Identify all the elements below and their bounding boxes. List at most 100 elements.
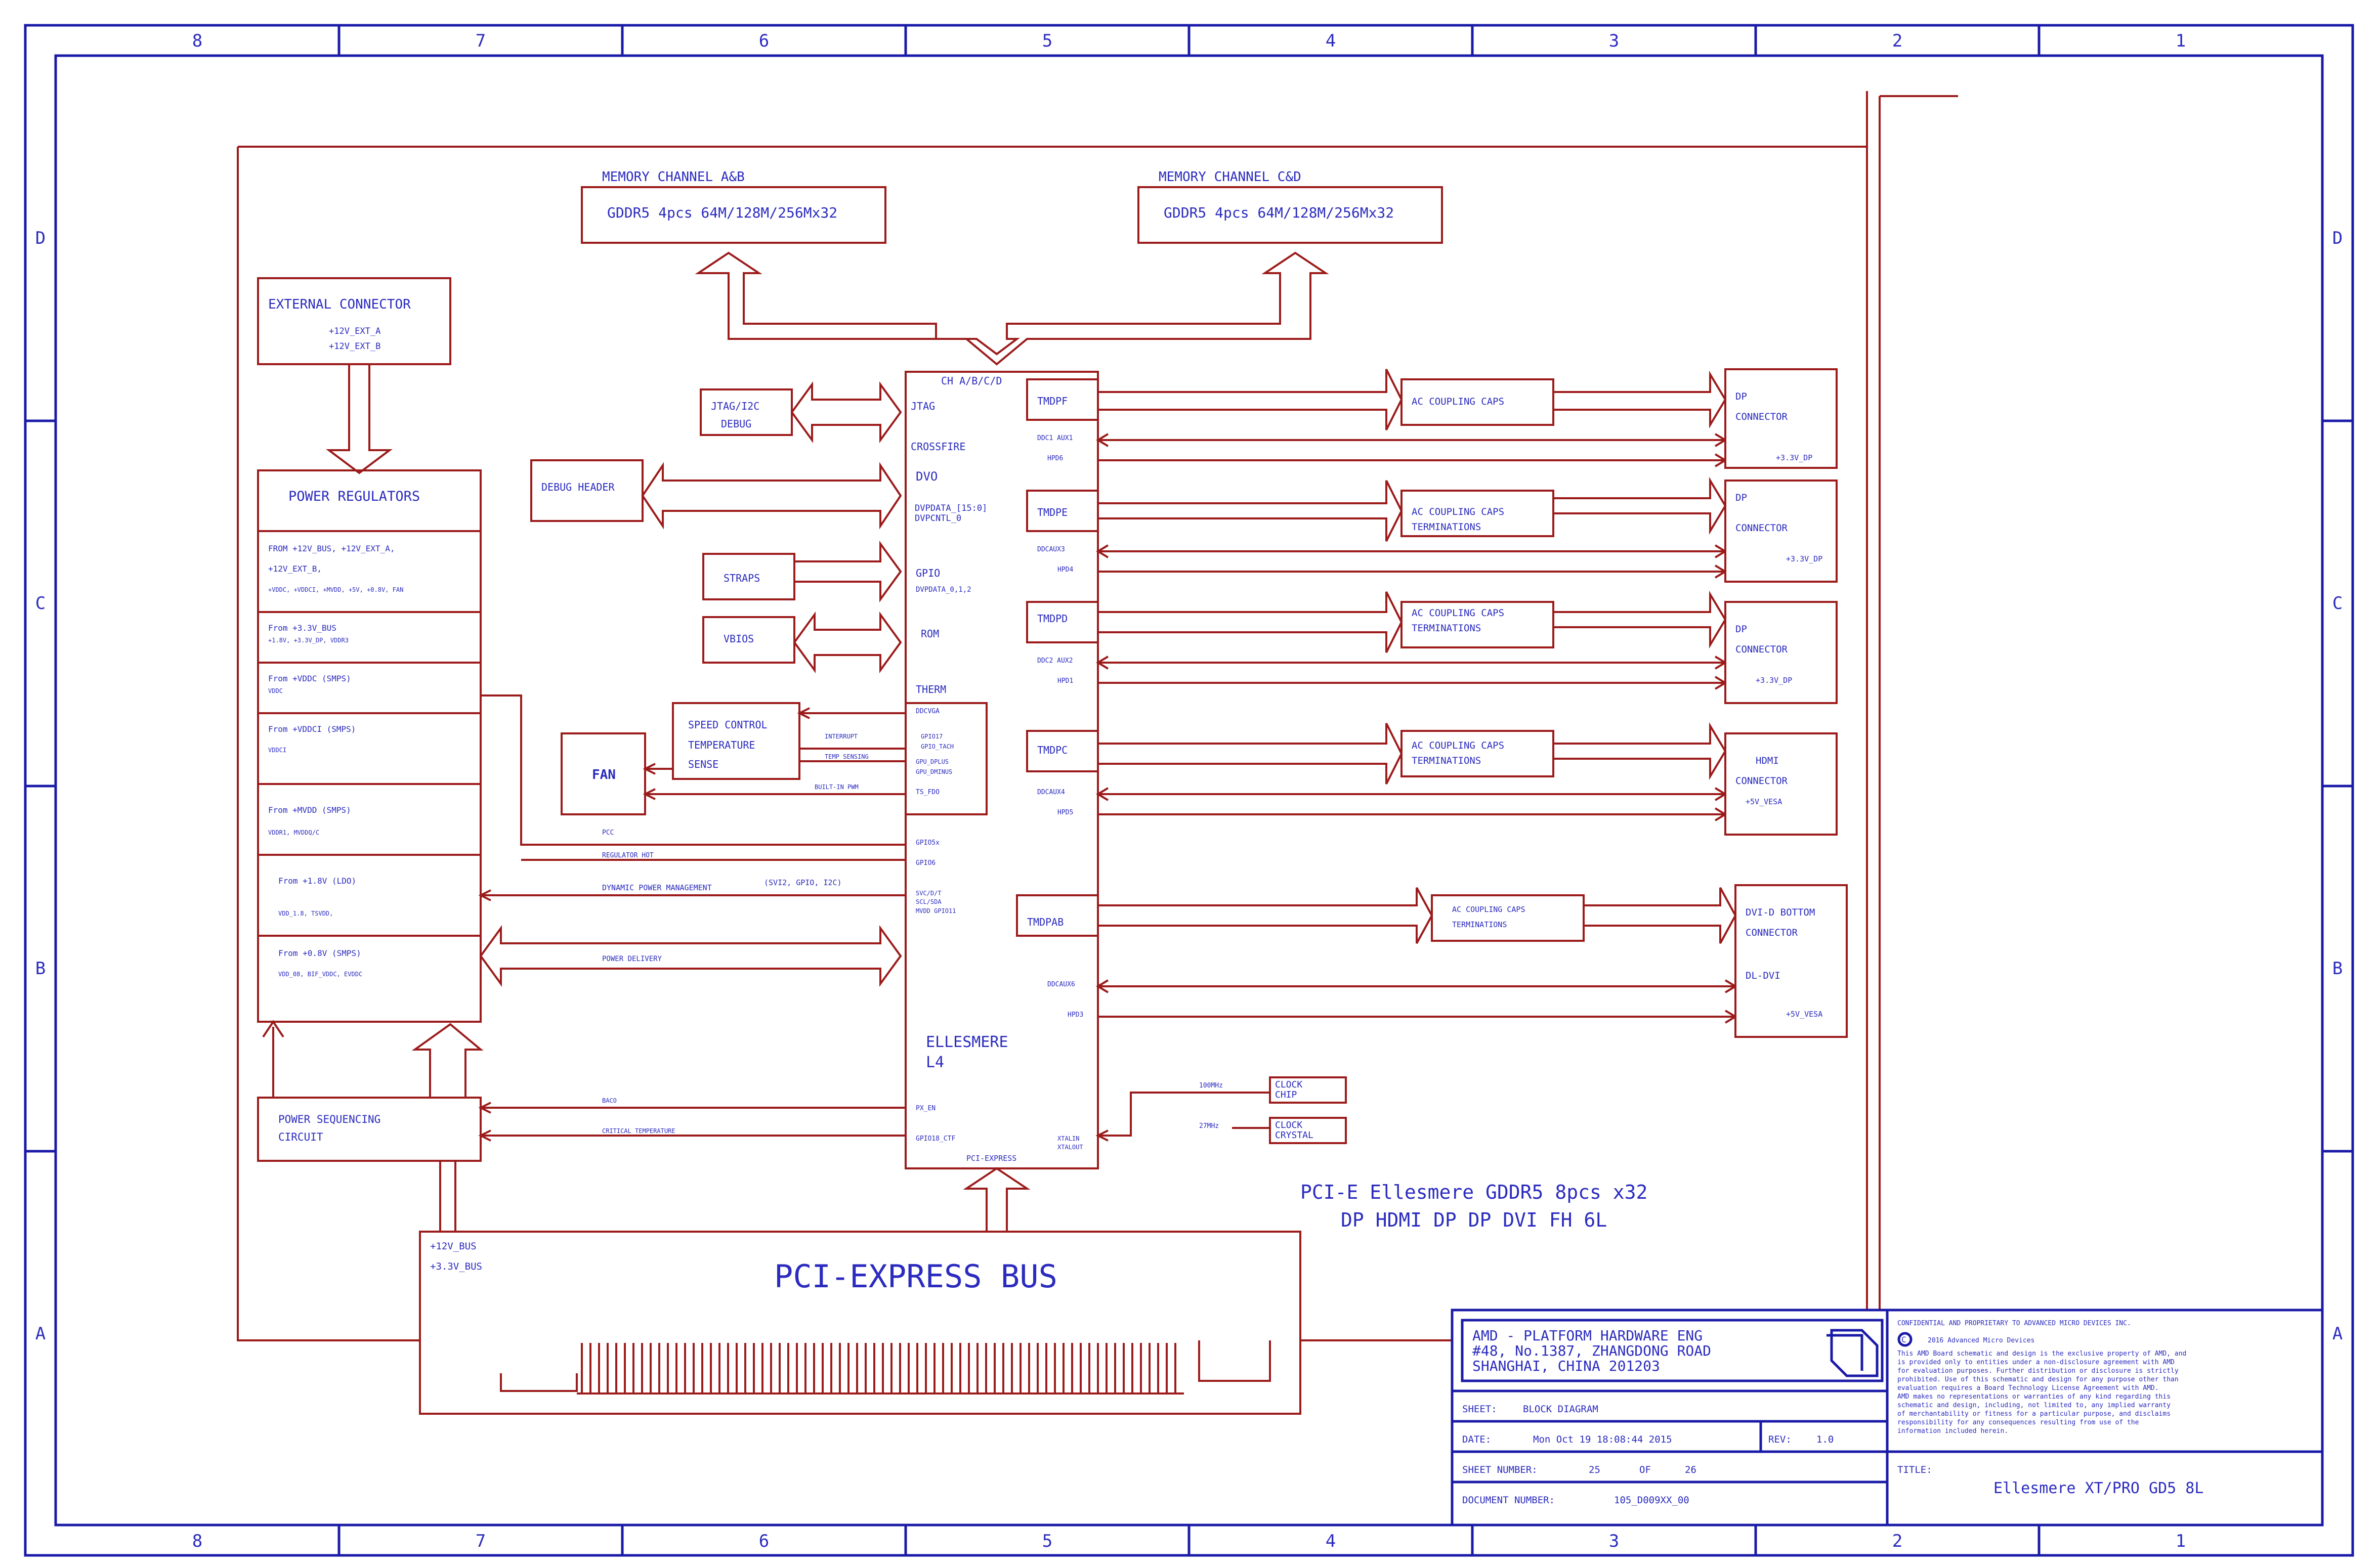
svg-text:C: C	[1901, 1335, 1906, 1344]
svg-text:From +1.8V (LDO): From +1.8V (LDO)	[278, 876, 356, 886]
svg-text:DATE:: DATE:	[1462, 1434, 1491, 1445]
svg-text:of merchantability or fitness: of merchantability or fitness for a part…	[1897, 1410, 2171, 1418]
svg-text:MEMORY CHANNEL C&D: MEMORY CHANNEL C&D	[1159, 169, 1301, 185]
svg-text:POWER SEQUENCING: POWER SEQUENCING	[278, 1113, 380, 1125]
svg-text:AC COUPLING CAPS: AC COUPLING CAPS	[1452, 905, 1525, 914]
svg-text:DDCVGA: DDCVGA	[916, 708, 940, 715]
svg-text:JTAG: JTAG	[911, 400, 935, 412]
svg-text:MVDD GPIO11: MVDD GPIO11	[916, 907, 956, 914]
dvi-connector: DVI-D BOTTOM CONNECTOR DL-DVI +5V_VESA	[1734, 884, 1848, 1038]
svg-text:DYNAMIC POWER MANAGEMENT: DYNAMIC POWER MANAGEMENT	[602, 883, 712, 892]
svg-text:CONNECTOR: CONNECTOR	[1735, 644, 1788, 655]
svg-text:HPD1: HPD1	[1057, 677, 1073, 685]
svg-text:CROSSFIRE: CROSSFIRE	[911, 441, 965, 453]
svg-text:GDDR5 4pcs 64M/128M/256Mx32: GDDR5 4pcs 64M/128M/256Mx32	[607, 204, 837, 221]
clock-chip: CLOCK CHIP	[1269, 1076, 1347, 1104]
external-connector: EXTERNAL CONNECTOR +12V_EXT_A +12V_EXT_B	[257, 277, 451, 365]
svg-text:105_D009XX_00: 105_D009XX_00	[1614, 1495, 1689, 1506]
svg-text:27MHz: 27MHz	[1199, 1122, 1219, 1130]
power-sequencing-circuit: POWER SEQUENCING CIRCUIT	[257, 1097, 482, 1162]
col-label: 3	[1609, 1531, 1619, 1551]
ac-coupling-4: AC COUPLING CAPS TERMINATIONS	[1400, 730, 1554, 777]
col-label: 4	[1326, 31, 1336, 51]
svg-text:AC COUPLING CAPS: AC COUPLING CAPS	[1412, 740, 1504, 751]
svg-text:DVPDATA_[15:0]: DVPDATA_[15:0]	[915, 503, 987, 513]
svg-text:PCC: PCC	[602, 829, 614, 837]
col-label: 7	[476, 1531, 486, 1551]
svg-text:SHEET:: SHEET:	[1462, 1404, 1497, 1415]
display-links	[1096, 369, 1737, 1024]
svg-text:Mon Oct 19 18:08:44 2015: Mon Oct 19 18:08:44 2015	[1533, 1434, 1672, 1445]
svg-text:CRYSTAL: CRYSTAL	[1275, 1130, 1313, 1141]
svg-text:TERMINATIONS: TERMINATIONS	[1412, 623, 1481, 634]
svg-text:TMDPE: TMDPE	[1037, 506, 1068, 518]
col-label: 2	[1892, 31, 1902, 51]
svg-text:OF: OF	[1639, 1464, 1651, 1475]
svg-text:schematic and design, includin: schematic and design, including, not lim…	[1897, 1402, 2171, 1409]
svg-text:DDC2 AUX2: DDC2 AUX2	[1037, 657, 1073, 665]
svg-text:+3.3V_DP: +3.3V_DP	[1776, 453, 1812, 462]
svg-text:DP: DP	[1735, 624, 1747, 635]
col-label: 7	[476, 31, 486, 51]
svg-text:XTALIN: XTALIN	[1057, 1135, 1079, 1142]
svg-text:Ellesmere XT/PRO GD5 8L: Ellesmere XT/PRO GD5 8L	[1993, 1479, 2203, 1497]
col-label: 4	[1326, 1531, 1336, 1551]
board-title: PCI-E Ellesmere GDDR5 8pcs x32	[1300, 1181, 1647, 1203]
svg-text:CONNECTOR: CONNECTOR	[1735, 775, 1788, 787]
svg-text:CIRCUIT: CIRCUIT	[278, 1131, 323, 1143]
signal-wires: INTERRUPT TEMP SENSING BUILT-IN PWM PCC …	[478, 694, 1270, 1142]
col-label: 5	[1042, 1531, 1052, 1551]
speed-control: SPEED CONTROL TEMPERATURE SENSE	[672, 702, 800, 780]
svg-text:POWER REGULATORS: POWER REGULATORS	[288, 489, 420, 504]
svg-text:+12V_EXT_A: +12V_EXT_A	[329, 326, 380, 336]
svg-text:BLOCK DIAGRAM: BLOCK DIAGRAM	[1523, 1404, 1598, 1415]
col-label: 8	[192, 1531, 202, 1551]
svg-text:GPIO_TACH: GPIO_TACH	[921, 743, 954, 750]
svg-text:+5V_VESA: +5V_VESA	[1786, 1010, 1822, 1019]
svg-text:GPIO5x: GPIO5x	[916, 839, 940, 847]
svg-text:AMD - PLATFORM HARDWARE ENG: AMD - PLATFORM HARDWARE ENG	[1472, 1327, 1703, 1344]
col-label: 1	[2176, 1531, 2186, 1551]
row-label: C	[35, 593, 46, 614]
svg-text:EXTERNAL CONNECTOR: EXTERNAL CONNECTOR	[268, 297, 411, 312]
svg-text:+12V_EXT_B: +12V_EXT_B	[329, 341, 380, 352]
svg-text:XTALOUT: XTALOUT	[1057, 1144, 1083, 1151]
memory-bus-arrow	[695, 251, 1329, 366]
svg-text:TERMINATIONS: TERMINATIONS	[1412, 521, 1481, 533]
svg-text:+3.3V_BUS: +3.3V_BUS	[430, 1261, 482, 1272]
svg-text:From +VDDC (SMPS): From +VDDC (SMPS)	[268, 674, 351, 683]
col-label: 6	[759, 1531, 769, 1551]
svg-text:AMD makes no representations o: AMD makes no representations or warranti…	[1897, 1393, 2171, 1401]
row-label: A	[2332, 1324, 2343, 1344]
svg-text:TMDPF: TMDPF	[1037, 395, 1068, 407]
svg-text:VDDR1, MVDDQ/C: VDDR1, MVDDQ/C	[268, 829, 319, 836]
svg-text:TS_FDO: TS_FDO	[916, 789, 940, 796]
svg-text:VDD_1.8, TSVDD,: VDD_1.8, TSVDD,	[278, 910, 333, 917]
board-subtitle: DP HDMI DP DP DVI FH 6L	[1341, 1209, 1607, 1231]
svg-text:ROM: ROM	[921, 628, 939, 640]
svg-text:From +VDDCI (SMPS): From +VDDCI (SMPS)	[268, 724, 356, 734]
pci-express-bus: +12V_BUS +3.3V_BUS PCI-EXPRESS BUS	[419, 1231, 1301, 1415]
vbios: VBIOS	[702, 616, 795, 664]
svg-text:is provided only to entities u: is provided only to entities under a non…	[1897, 1359, 2175, 1366]
svg-text:BACO: BACO	[602, 1097, 617, 1104]
svg-text:SCL/SDA: SCL/SDA	[916, 898, 942, 905]
svg-text:DP: DP	[1735, 391, 1747, 402]
svg-text:VBIOS: VBIOS	[724, 633, 754, 645]
svg-text:HDMI: HDMI	[1756, 755, 1779, 766]
svg-text:GDDR5 4pcs 64M/128M/256Mx32: GDDR5 4pcs 64M/128M/256Mx32	[1164, 204, 1394, 221]
hdmi-connector: HDMI CONNECTOR +5V_VESA	[1724, 732, 1838, 836]
svg-text:POWER DELIVERY: POWER DELIVERY	[602, 955, 662, 963]
row-label: B	[35, 959, 46, 979]
row-label: C	[2332, 593, 2343, 614]
svg-text:STRAPS: STRAPS	[724, 572, 760, 584]
svg-text:DVO: DVO	[916, 469, 938, 484]
row-label: D	[35, 228, 46, 248]
svg-text:responsibility for any consequ: responsibility for any consequences resu…	[1897, 1419, 2139, 1426]
svg-text:CONNECTOR: CONNECTOR	[1735, 522, 1788, 534]
svg-text:CONNECTOR: CONNECTOR	[1735, 411, 1788, 422]
svg-text:DDC1 AUX1: DDC1 AUX1	[1037, 434, 1073, 442]
dp-connector-3: DP CONNECTOR +3.3V_DP	[1724, 601, 1838, 704]
svg-text:FAN: FAN	[592, 767, 616, 782]
